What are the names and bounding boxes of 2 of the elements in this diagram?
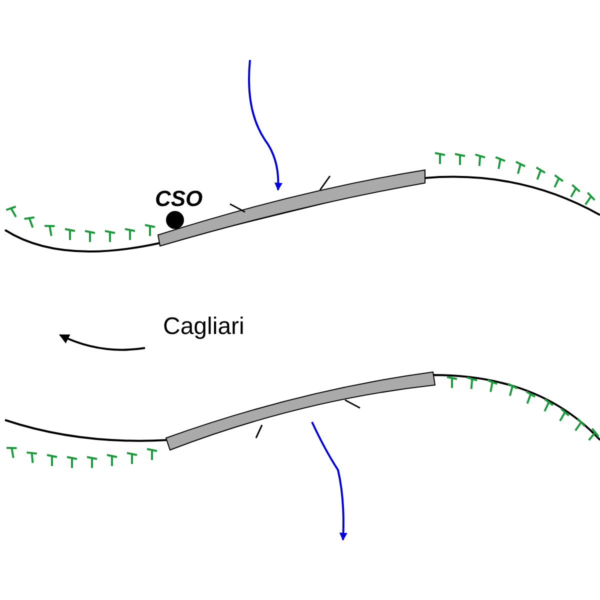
place-label: Cagliari [163, 315, 244, 339]
point-label: CSO [155, 188, 203, 210]
